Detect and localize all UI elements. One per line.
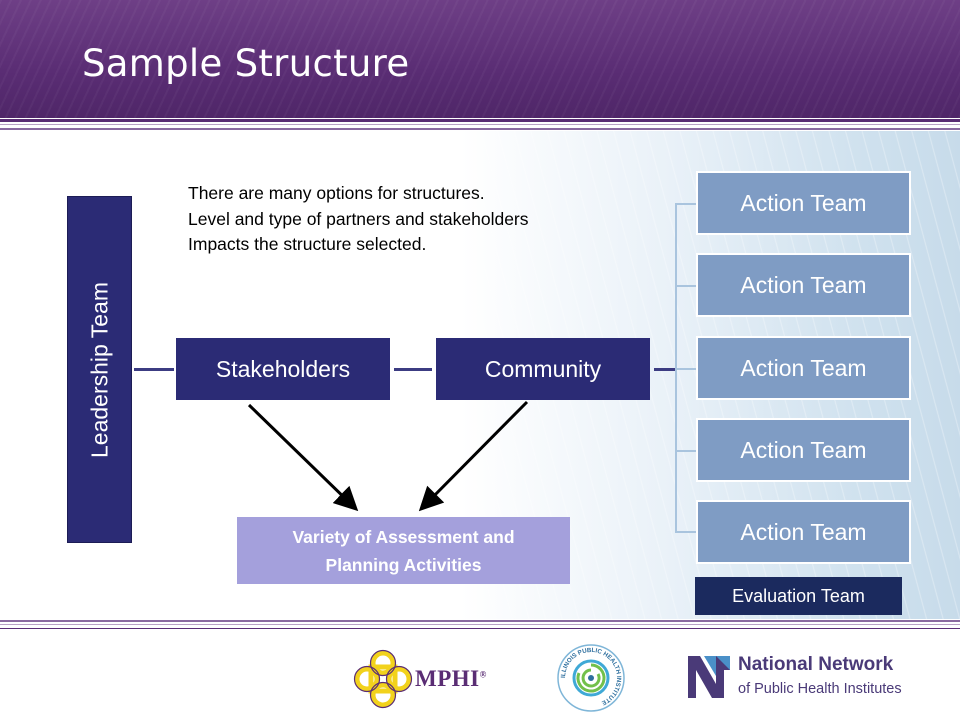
nnphi-logo: National Network of Public Health Instit… (686, 650, 902, 710)
nn-monogram-icon (688, 656, 730, 698)
action-bracket-tick (675, 285, 696, 287)
intro-line: There are many options for structures. (188, 183, 485, 203)
leadership-team-label: Leadership Team (86, 281, 112, 458)
banner-rule (0, 119, 960, 122)
action-bracket-tick (675, 450, 696, 452)
action-team-box: Action Team (696, 253, 911, 317)
registered-mark: ® (479, 669, 487, 680)
action-bracket-tick (675, 368, 696, 370)
footer-rule-thin (0, 624, 960, 625)
activities-line: Variety of Assessment and (292, 526, 515, 547)
banner-rule-thin (0, 124, 960, 125)
banner-rule-lower (0, 128, 960, 130)
action-bracket-tick (675, 203, 696, 205)
stakeholders-community-connector (394, 368, 432, 371)
intro-line: Level and type of partners and stakehold… (188, 208, 529, 229)
intro-text: There are many options for structures. L… (188, 181, 668, 258)
activities-line: Planning Activities (325, 554, 482, 575)
ilph-seal-icon: ILLINOIS PUBLIC HEALTH INSTITUTE (557, 644, 625, 712)
action-team-box: Action Team (696, 418, 911, 482)
nnphi-subtitle: of Public Health Institutes (738, 681, 902, 697)
community-box: Community (436, 338, 650, 400)
community-actions-connector (654, 368, 676, 371)
mphi-wordmark-text: MPHI (415, 666, 480, 691)
slide-title: Sample Structure (82, 42, 410, 85)
illinois-public-health-institute-logo: ILLINOIS PUBLIC HEALTH INSTITUTE (556, 643, 626, 713)
leadership-team-box: Leadership Team (67, 196, 132, 543)
action-team-box: Action Team (696, 336, 911, 400)
mphi-wordmark: MPHI® (415, 666, 487, 692)
evaluation-team-box: Evaluation Team (695, 577, 902, 615)
mphi-logo: MPHI® (352, 648, 488, 709)
action-team-box: Action Team (696, 171, 911, 235)
action-team-box: Action Team (696, 500, 911, 564)
activities-box: Variety of Assessment and Planning Activ… (237, 517, 570, 584)
footer-rule-lower (0, 628, 960, 629)
mphi-knot-icon (353, 649, 413, 709)
stakeholders-box: Stakeholders (176, 338, 390, 400)
title-banner: Sample Structure (0, 0, 960, 118)
action-bracket-tick (675, 531, 696, 533)
intro-line: Impacts the structure selected. (188, 234, 427, 254)
footer-rule (0, 620, 960, 622)
leadership-stakeholders-connector (134, 368, 174, 371)
nnphi-title: National Network (738, 654, 894, 675)
